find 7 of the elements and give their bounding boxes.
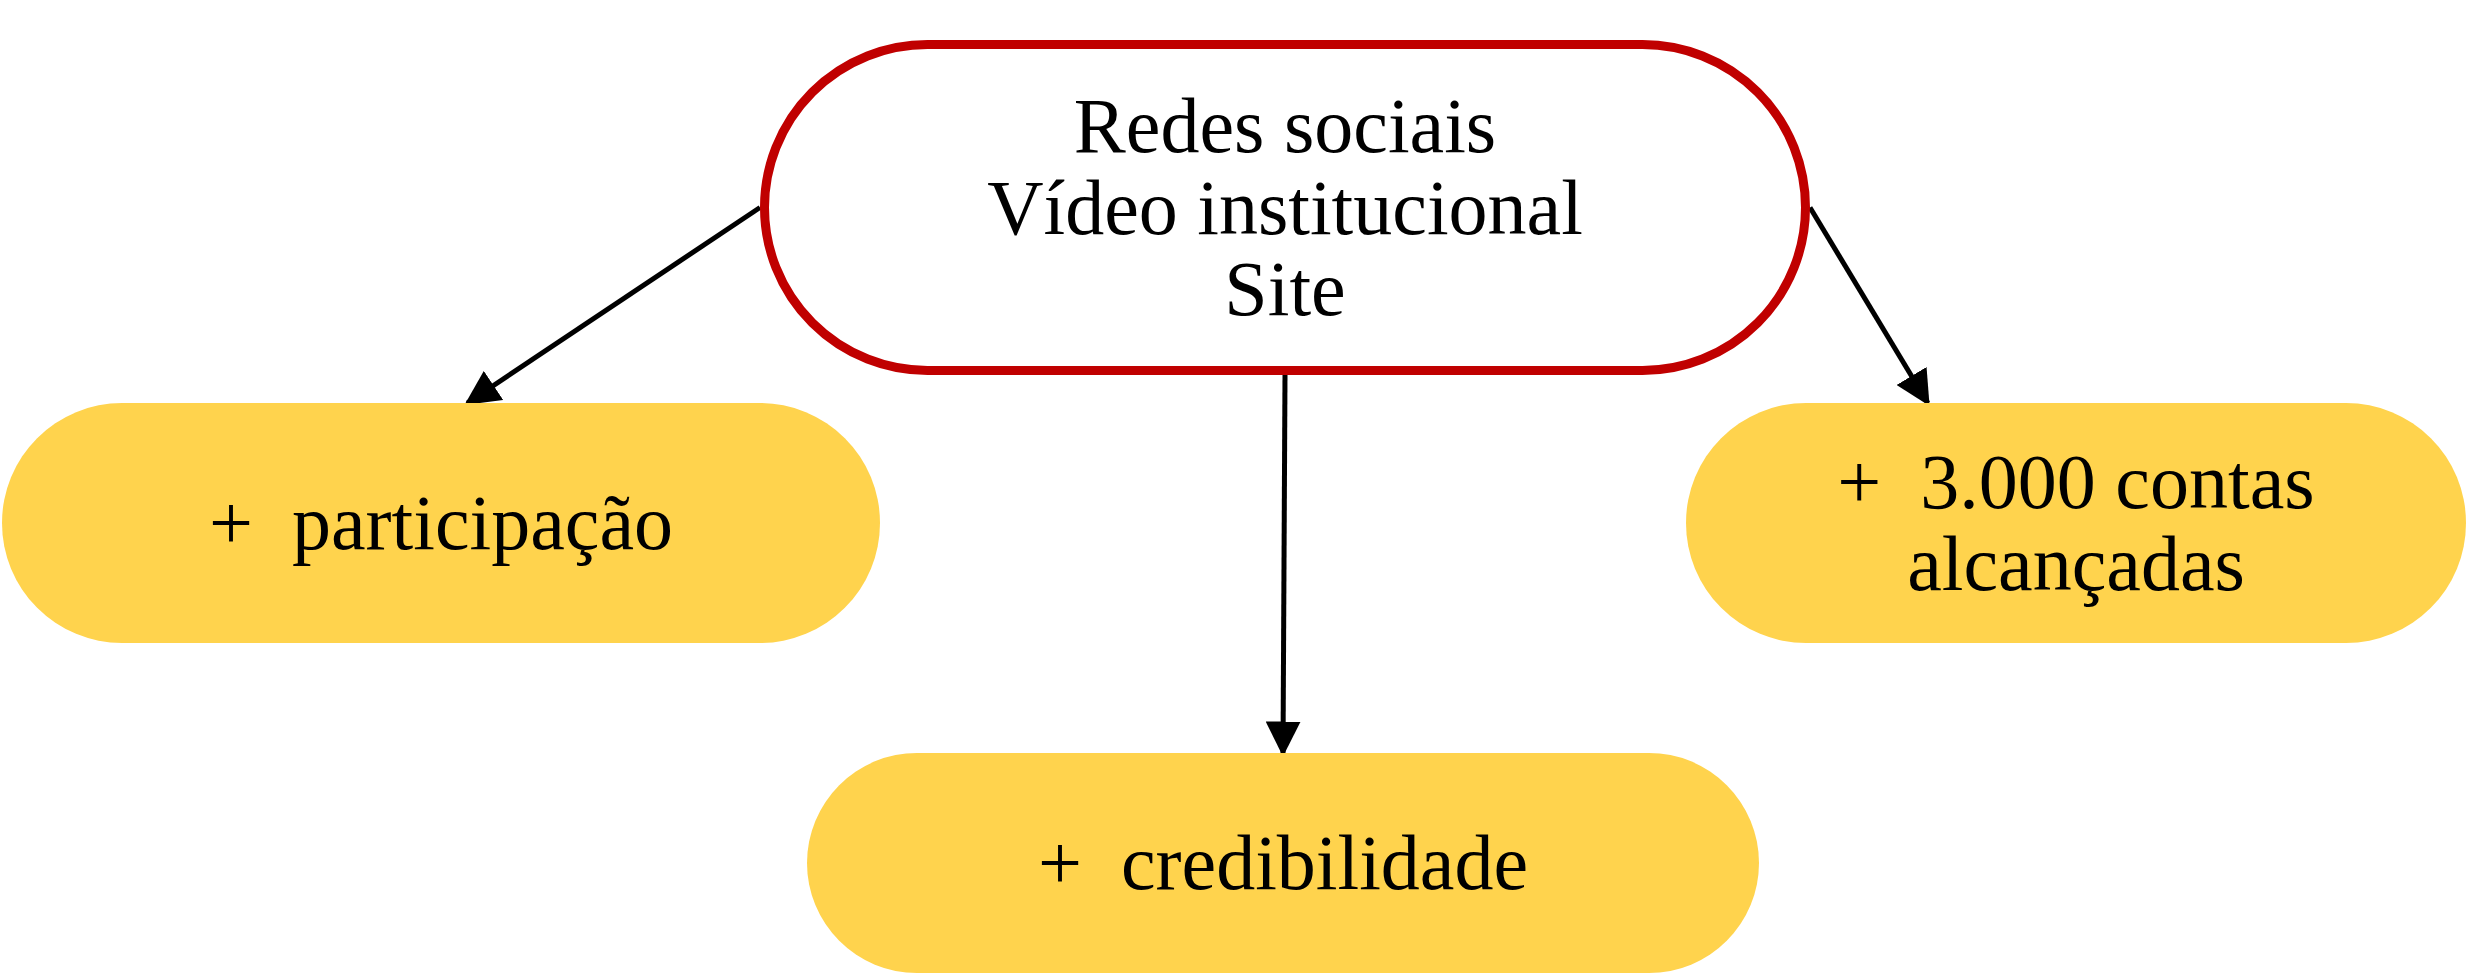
channel-text: Redes sociais <box>1073 84 1497 167</box>
result-text: + participação <box>208 482 674 564</box>
channel-text: Vídeo institucional <box>987 166 1583 249</box>
result-text: + 3.000 contas alcançadas <box>1836 441 2316 605</box>
result-text: + credibilidade <box>1037 822 1529 904</box>
channel-text: Site <box>1224 248 1346 331</box>
arrow <box>464 205 762 406</box>
